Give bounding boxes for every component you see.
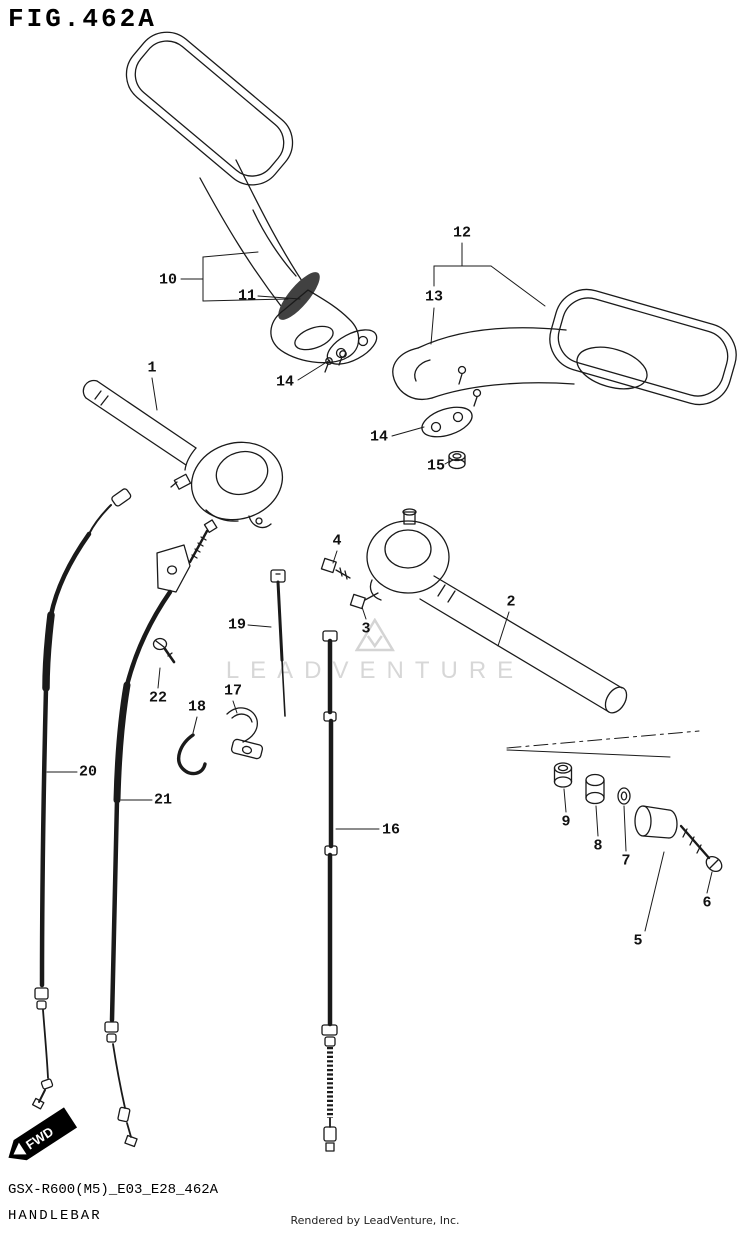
watermark: LEADVENTURE xyxy=(225,617,525,685)
cable-16-drawing xyxy=(321,630,338,1152)
callout-14-left: 14 xyxy=(275,373,295,391)
callout-7: 7 xyxy=(621,852,631,870)
callout-2: 2 xyxy=(506,593,516,611)
cable-21-drawing xyxy=(104,519,218,1148)
nut-15-drawing xyxy=(448,450,466,470)
callout-12: 12 xyxy=(452,224,472,242)
right-mirror-drawing xyxy=(392,288,737,407)
callout-17: 17 xyxy=(223,682,243,700)
callout-11: 11 xyxy=(237,287,257,305)
callout-14-right: 14 xyxy=(369,428,389,446)
callout-9: 9 xyxy=(561,813,571,831)
callout-8: 8 xyxy=(593,837,603,855)
left-mirror-drawing xyxy=(125,31,360,373)
callout-4: 4 xyxy=(332,532,342,550)
cable-tie-19-drawing xyxy=(270,569,286,717)
figure-title: FIG.462A xyxy=(8,4,157,34)
cable-20-drawing xyxy=(31,488,132,1110)
footer-credit: Rendered by LeadVenture, Inc. xyxy=(290,1214,460,1227)
callout-22: 22 xyxy=(148,689,168,707)
callout-5: 5 xyxy=(633,932,643,950)
callout-10: 10 xyxy=(158,271,178,289)
footer-part-code: GSX-R600(M5)_E03_E28_462A xyxy=(8,1182,219,1198)
bolt-3-drawing xyxy=(349,592,379,610)
callout-16: 16 xyxy=(381,821,401,839)
axis-lines xyxy=(506,730,700,758)
callout-21: 21 xyxy=(153,791,173,809)
clamp-17-drawing xyxy=(226,707,264,760)
mount-plate-14-right xyxy=(421,406,473,438)
leader-lines xyxy=(46,242,713,932)
footer-part-name: HANDLEBAR xyxy=(8,1208,102,1224)
callout-6: 6 xyxy=(702,894,712,912)
bar-end-parts-drawing xyxy=(553,762,723,873)
callout-3: 3 xyxy=(361,620,371,638)
bolt-4-drawing xyxy=(320,557,351,580)
callout-20: 20 xyxy=(78,763,98,781)
fwd-badge: FWD xyxy=(8,1107,78,1161)
leadventure-triangle-logo xyxy=(354,617,396,652)
mount-plate-14-left xyxy=(326,329,378,365)
handlebar-left-drawing xyxy=(82,379,284,529)
callout-1: 1 xyxy=(147,359,157,377)
callout-15: 15 xyxy=(426,457,446,475)
callout-13: 13 xyxy=(424,288,444,306)
callout-18: 18 xyxy=(187,698,207,716)
callout-19: 19 xyxy=(227,616,247,634)
handlebar-right-drawing xyxy=(366,508,628,714)
screw-22-drawing xyxy=(152,637,176,664)
hook-18-drawing xyxy=(177,733,207,776)
watermark-text: LEADVENTURE xyxy=(225,657,525,684)
